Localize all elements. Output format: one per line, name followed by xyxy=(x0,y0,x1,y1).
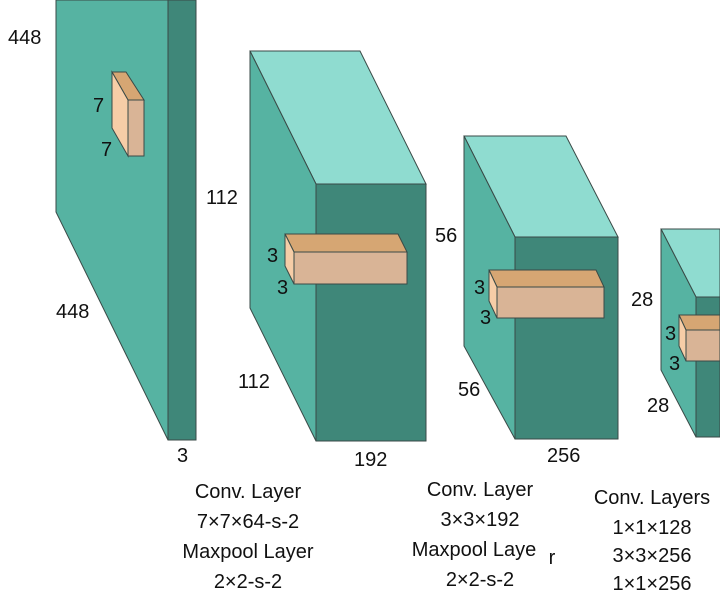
block-3-kernel-w-label: 3 xyxy=(480,307,491,329)
block-1-kernel-h-label: 7 xyxy=(93,95,104,117)
block-2-kernel-side xyxy=(293,251,408,285)
block-3-side-face xyxy=(514,236,619,440)
block-2-height-label: 112 xyxy=(206,187,238,209)
block-4-kernel-h-label: 3 xyxy=(665,323,676,345)
caption-2-line-1: Conv. Layer xyxy=(427,479,534,501)
block-4-kernel-side xyxy=(685,329,720,362)
layer-block-2: 112 112 192 3 3 xyxy=(206,50,427,471)
block-2-depth-label: 112 xyxy=(238,371,270,393)
block-3-kernel-side xyxy=(496,286,605,319)
block-2-side-face xyxy=(315,183,427,442)
caption-2-line-3-subscript: r xyxy=(549,547,556,569)
layer-block-3: 56 56 256 3 3 xyxy=(435,135,619,467)
caption-1-line-2: 7×7×64-s-2 xyxy=(197,511,299,533)
caption-2-line-4: 2×2-s-2 xyxy=(446,569,514,591)
block-1-side-face xyxy=(167,0,197,441)
block-1-kernel-w-label: 7 xyxy=(101,139,112,161)
block-2-kernel-cube xyxy=(284,233,408,285)
block-4-depth-label: 28 xyxy=(647,395,669,417)
block-4-kernel-w-label: 3 xyxy=(669,353,680,375)
block-3-depth-label: 56 xyxy=(458,379,480,401)
block-1-depth-label: 448 xyxy=(56,301,89,323)
block-1-front-face xyxy=(55,0,169,441)
block-3-channels-label: 256 xyxy=(547,445,580,467)
block-2-kernel-top xyxy=(284,233,408,253)
caption-2-line-3: Maxpool Laye xyxy=(412,539,537,561)
block-2-channels-label: 192 xyxy=(354,449,387,471)
block-2-kernel-w-label: 3 xyxy=(277,277,288,299)
caption-block-1: Conv. Layer 7×7×64-s-2 Maxpool Layer 2×2… xyxy=(182,481,314,593)
caption-3-line-3: 3×3×256 xyxy=(613,545,692,567)
block-1-kernel-cube xyxy=(111,70,145,158)
block-3-kernel-cube xyxy=(488,269,605,319)
caption-1-line-1: Conv. Layer xyxy=(195,481,302,503)
caption-3-line-1: Conv. Layers xyxy=(594,487,710,509)
layer-block-1: 448 448 3 7 7 xyxy=(8,0,197,467)
block-4-kernel-cube xyxy=(678,314,720,362)
block-3-kernel-h-label: 3 xyxy=(474,277,485,299)
block-1-height-label: 448 xyxy=(8,27,41,49)
caption-1-line-3: Maxpool Layer xyxy=(182,541,314,563)
block-2-kernel-h-label: 3 xyxy=(267,245,278,267)
caption-1-line-4: 2×2-s-2 xyxy=(214,571,282,593)
block-3-kernel-top xyxy=(488,269,605,288)
block-1-channels-label: 3 xyxy=(177,445,188,467)
block-1-kernel-side xyxy=(127,99,145,157)
caption-3-line-2: 1×1×128 xyxy=(613,517,692,539)
caption-2-line-2: 3×3×192 xyxy=(441,509,520,531)
caption-block-3: Conv. Layers 1×1×128 3×3×256 1×1×256 xyxy=(594,487,710,595)
caption-3-line-4: 1×1×256 xyxy=(613,573,692,595)
block-3-height-label: 56 xyxy=(435,225,457,247)
block-4-height-label: 28 xyxy=(631,289,653,311)
layer-block-4: 28 28 3 3 xyxy=(631,228,720,438)
caption-block-2: Conv. Layer 3×3×192 Maxpool Laye r 2×2-s… xyxy=(412,479,556,591)
